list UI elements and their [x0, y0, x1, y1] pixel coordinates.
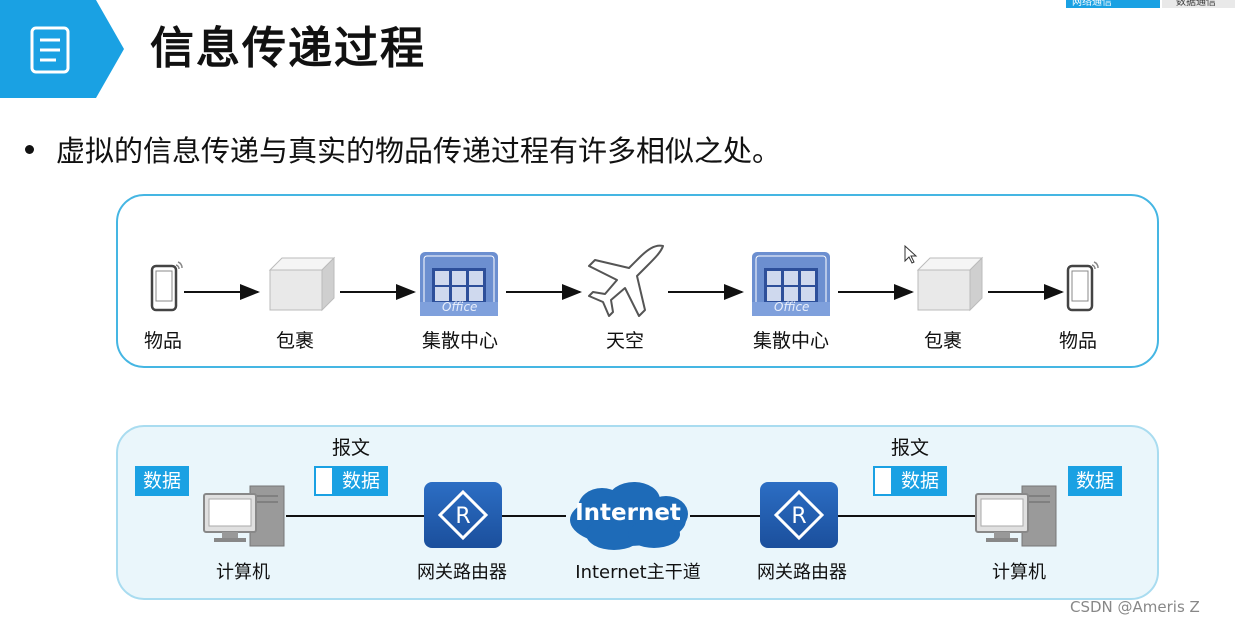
- svg-text:R: R: [455, 504, 470, 529]
- packet-data: 数据: [893, 466, 948, 496]
- node-label: 物品: [143, 330, 183, 352]
- packet-data: 数据: [334, 466, 389, 496]
- data-tag: 数据: [1068, 466, 1123, 496]
- page-title: 信息传递过程: [150, 23, 426, 74]
- node-label: 包裹: [275, 330, 315, 352]
- node-label: 网关路由器: [757, 562, 847, 583]
- node-label: 计算机: [216, 562, 270, 583]
- internet-cloud-label: Internet: [575, 500, 681, 526]
- message-caption: 报文: [890, 437, 930, 459]
- node-label: 天空: [605, 330, 645, 352]
- office-badge: Office: [442, 300, 478, 314]
- router-icon: R: [424, 482, 502, 548]
- document-icon: [30, 26, 70, 74]
- tab-data-communication[interactable]: 数据通信: [1162, 0, 1235, 8]
- phone-icon: [150, 261, 183, 312]
- office-building-icon: [420, 252, 498, 316]
- node-label: 计算机: [992, 562, 1046, 583]
- computer-icon: [975, 485, 1057, 547]
- tab-network-communication[interactable]: 网络通信: [1066, 0, 1160, 8]
- airplane-icon: [588, 244, 664, 317]
- tab-label: 数据通信: [1176, 0, 1216, 8]
- node-label: 网关路由器: [417, 562, 507, 583]
- top-tabs: 网络通信 数据通信: [1062, 0, 1235, 8]
- mouse-cursor-icon: [904, 244, 918, 264]
- bullet-marker: [25, 145, 34, 154]
- node-label: Internet主干道: [575, 562, 701, 583]
- box-icon: [268, 256, 336, 312]
- bullet-text: 虚拟的信息传递与真实的物品传递过程有许多相似之处。: [56, 134, 782, 168]
- message-packet: 数据: [314, 466, 389, 496]
- computer-icon: [203, 485, 285, 547]
- packet-header: [873, 466, 893, 496]
- message-packet: 数据: [873, 466, 948, 496]
- phone-icon: [1066, 261, 1099, 312]
- svg-text:R: R: [791, 504, 806, 529]
- office-building-icon: [752, 252, 830, 316]
- tab-label: 网络通信: [1072, 0, 1112, 8]
- node-label: 集散中心: [752, 330, 830, 352]
- data-tag: 数据: [135, 466, 190, 496]
- message-caption: 报文: [331, 437, 371, 459]
- router-icon: R: [760, 482, 838, 548]
- node-label: 包裹: [923, 330, 963, 352]
- packet-header: [314, 466, 334, 496]
- watermark: CSDN @Ameris Z: [1070, 598, 1200, 616]
- box-icon: [916, 256, 984, 312]
- office-badge: Office: [774, 300, 810, 314]
- header-band: [0, 0, 128, 98]
- node-label: 物品: [1058, 330, 1098, 352]
- node-label: 集散中心: [421, 330, 499, 352]
- internet-cloud-icon: [570, 482, 688, 550]
